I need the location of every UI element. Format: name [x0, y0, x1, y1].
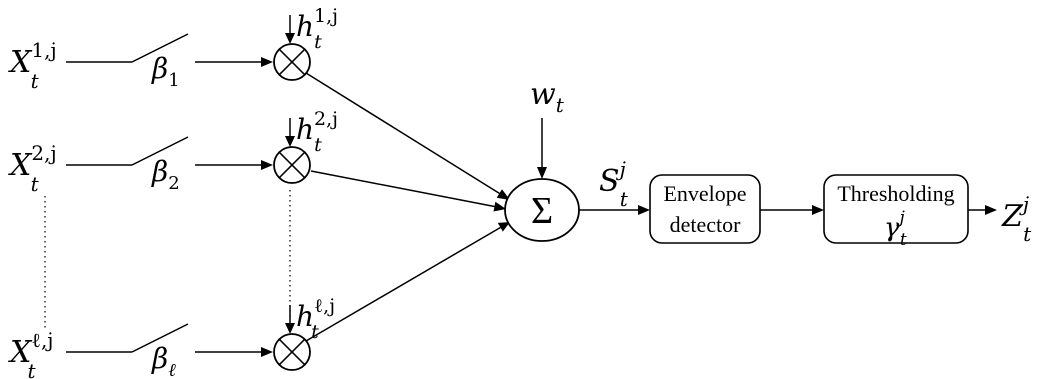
mult-to-sum-wire-2	[310, 170, 498, 208]
arrowhead	[261, 347, 273, 357]
envelope-detector-box: Envelope detector	[649, 174, 761, 244]
mult-to-sum-wire-l	[305, 225, 504, 342]
mult-to-sum-wire-1	[305, 72, 503, 196]
noise-label: wt	[530, 77, 565, 117]
arrowhead	[496, 189, 510, 200]
multiplier-node-l	[273, 333, 311, 371]
arrowhead	[261, 160, 273, 170]
switch-label-2: β2	[151, 155, 180, 194]
envelope-detector-line2: detector	[670, 212, 742, 237]
arrowhead	[497, 222, 510, 232]
arrowhead	[285, 323, 295, 334]
summer-symbol: Σ	[531, 190, 553, 232]
multiplier-node-2	[273, 146, 311, 184]
switch-label-1: β1	[151, 52, 180, 91]
arrowhead	[285, 136, 295, 147]
arrowhead	[638, 205, 650, 215]
envelope-detector-line1: Envelope	[663, 181, 746, 206]
switch-arm-l	[131, 323, 189, 353]
arrowhead	[493, 201, 506, 212]
switch-arm-2	[131, 136, 189, 166]
thresholding-label: Thresholding	[837, 181, 954, 206]
multiplier-node-1	[273, 43, 311, 81]
arrowhead	[985, 205, 997, 215]
switch-label-l: βℓ	[151, 342, 176, 379]
switch-arm-1	[131, 33, 189, 63]
summer-node: Σ	[504, 178, 580, 242]
arrowhead	[285, 33, 295, 44]
arrowhead	[812, 205, 824, 215]
arrowhead	[537, 167, 547, 179]
arrowhead	[261, 57, 273, 67]
